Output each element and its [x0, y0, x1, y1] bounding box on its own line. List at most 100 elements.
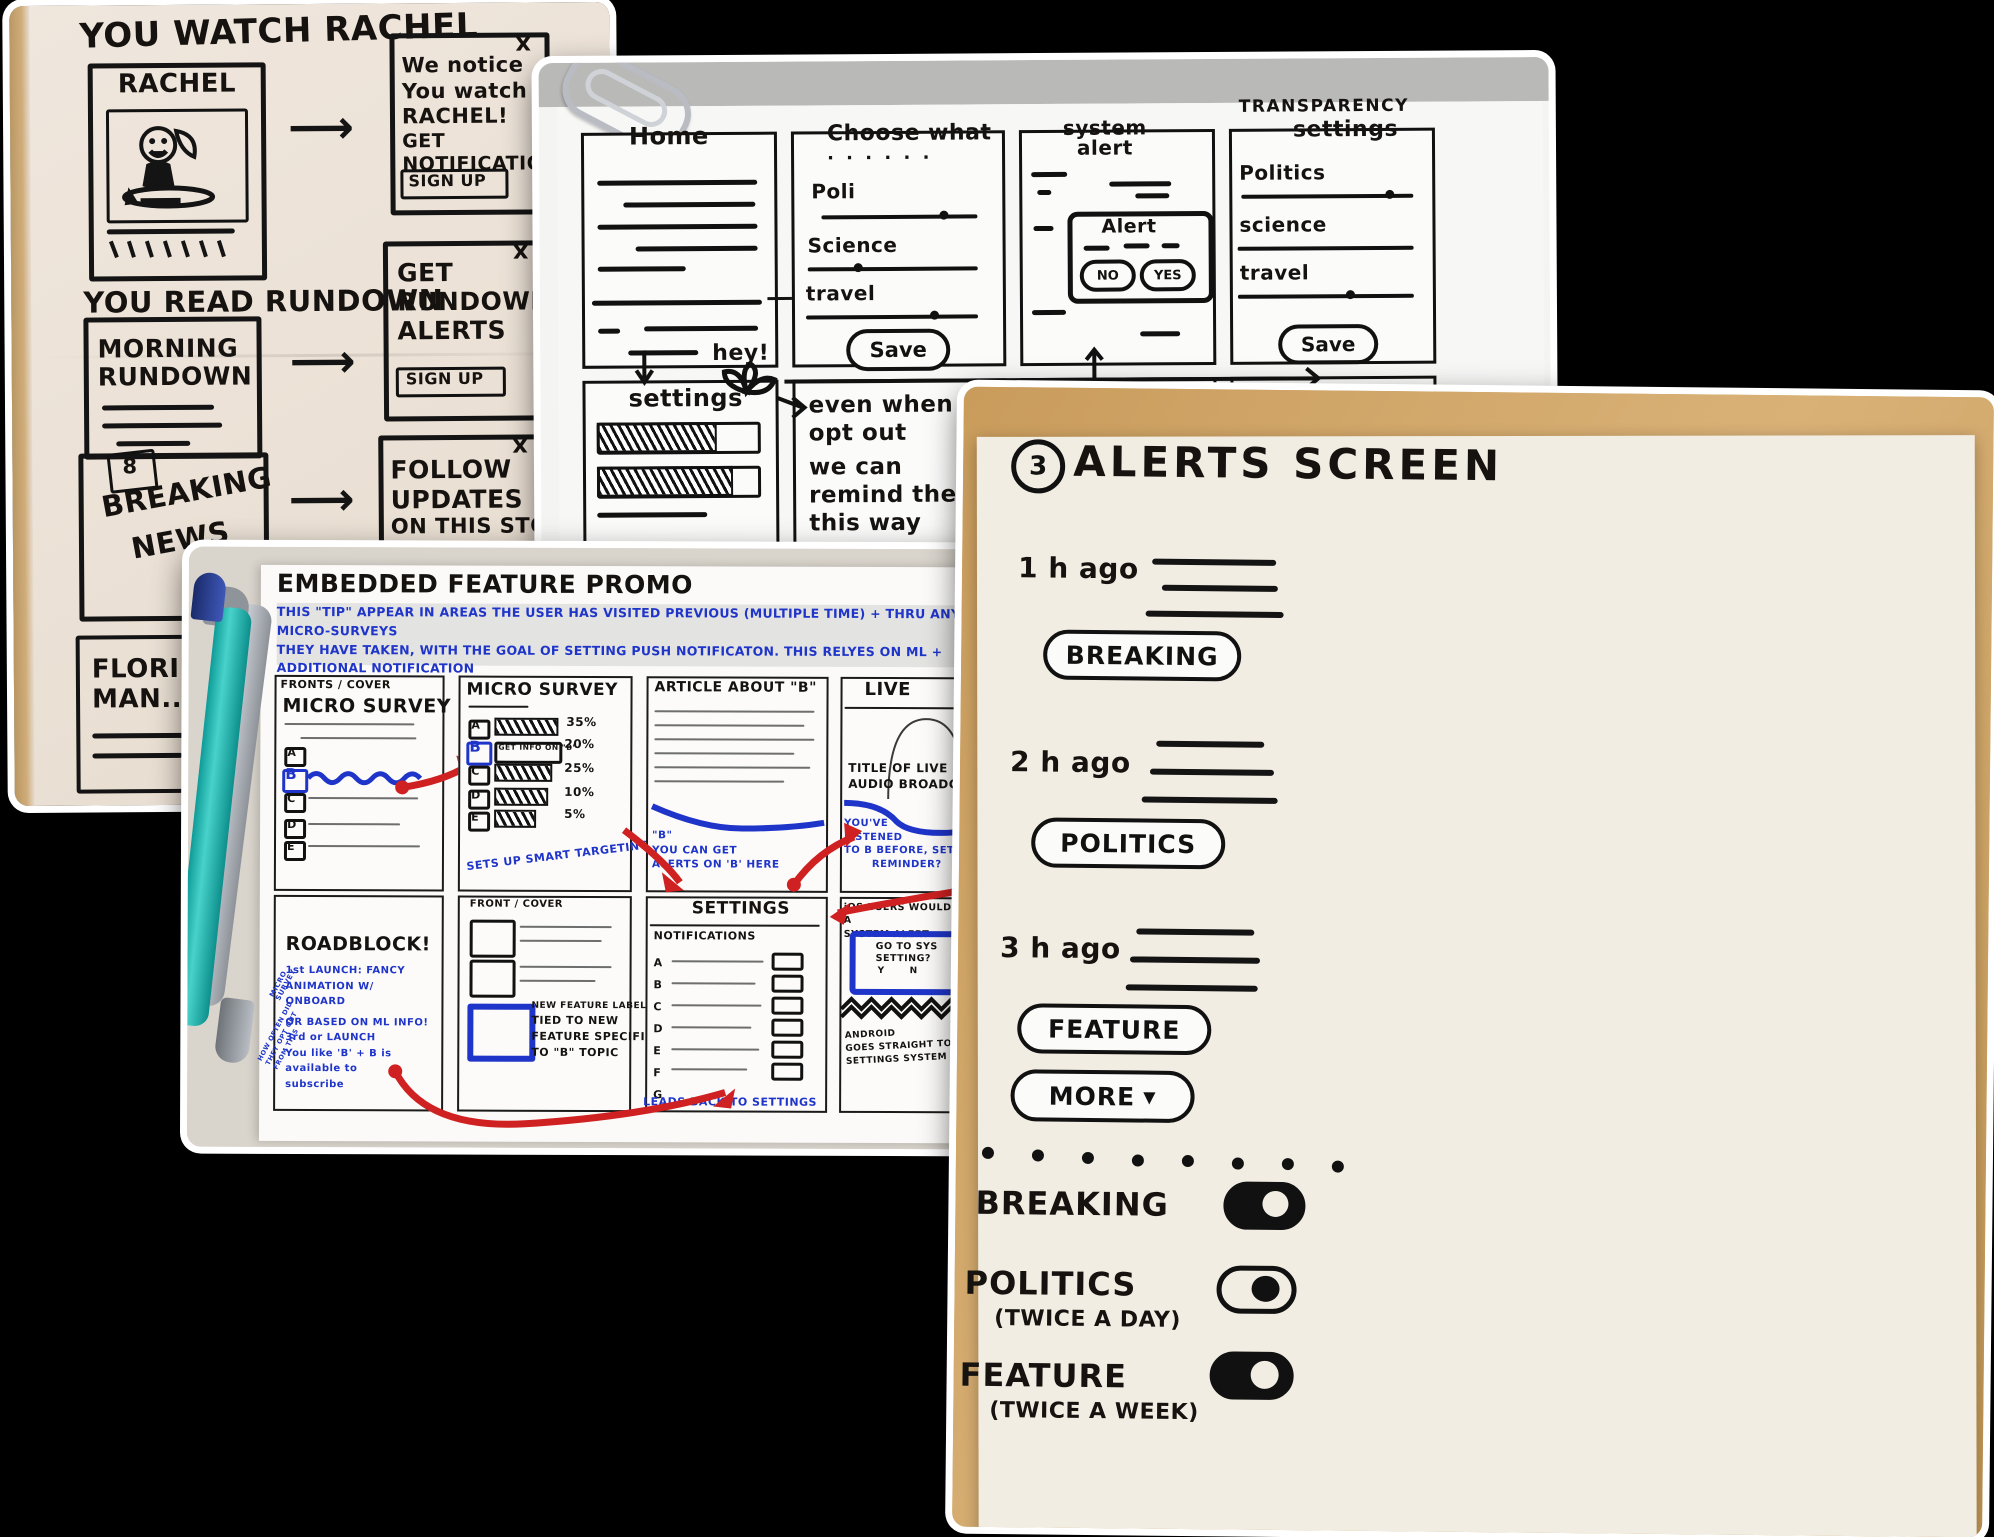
text-line [1156, 740, 1265, 748]
zigzag-divider [840, 996, 963, 1021]
red-line-4 [829, 884, 965, 925]
text-line [102, 404, 215, 411]
android-note: ANDROID GOES STRAIGHT TO SETTINGS SYSTEM… [844, 1028, 966, 1068]
option-letter-d: D [287, 817, 297, 831]
more-button-label: MORE [1048, 1081, 1136, 1111]
micro-survey-1-title: MICRO SURVEY [282, 694, 452, 718]
slider-thumb-2[interactable] [1345, 290, 1355, 300]
slider-thumb-0[interactable] [939, 210, 949, 220]
toggle-c[interactable] [771, 996, 804, 1015]
percent-b: 20% [564, 736, 595, 752]
slider-thumb-2[interactable] [930, 310, 940, 320]
panel-tag-front-cover: FRONT / COVER [469, 898, 564, 910]
article-title: ARTICLE ABOUT "B" [654, 679, 817, 696]
sys-dialog-no[interactable]: N [909, 966, 918, 977]
alert-item-1-tag[interactable]: POLITICS [1030, 817, 1226, 870]
panel-choose-title: Choose what . . . . . . [826, 120, 992, 165]
settings-subtitle: NOTIFICATIONS [653, 929, 756, 943]
answer-bar-a [494, 717, 559, 736]
promo-title: EMBEDDED FEATURE PROMO [276, 568, 694, 600]
alert-item-2-time: 3 h ago [999, 931, 1121, 966]
alert-item-2-tag[interactable]: FEATURE [1017, 1003, 1212, 1056]
progress-track-0 [596, 421, 761, 455]
thumb-placeholder [469, 959, 516, 998]
text-line [519, 925, 612, 929]
close-icon[interactable]: x [512, 430, 529, 459]
option-letter-b: B [285, 764, 298, 783]
text-line [106, 228, 235, 235]
settings-option-0: Politics [1239, 160, 1326, 185]
dialog-button-no[interactable]: NO [1079, 259, 1136, 292]
slider-thumb-0[interactable] [1385, 189, 1395, 199]
slider-thumb-1[interactable] [853, 263, 863, 273]
toggle-switch-2[interactable] [1209, 1351, 1294, 1401]
promo-card-2-text: GET RUNDOWN ALERTS [396, 258, 552, 345]
squiggle-lines [108, 240, 226, 259]
text-line [1037, 189, 1052, 196]
panel-tag-fronts-cover: FRONTS / COVER [280, 677, 391, 692]
toggle-f[interactable] [771, 1062, 804, 1081]
close-icon[interactable]: x [512, 236, 530, 265]
underline [468, 705, 529, 708]
thumb-placeholder [469, 919, 516, 958]
selected-answer-squiggle [306, 771, 423, 786]
toggle-sublabel-2: (TWICE A WEEK) [989, 1397, 1199, 1426]
toggle-label-0: BREAKING [975, 1183, 1170, 1224]
toggle-label-2: FEATURE [959, 1355, 1128, 1396]
progress-track-1 [596, 465, 762, 499]
dialog-title: Alert [1101, 215, 1157, 238]
transparency-label: TRANSPARENCY [1238, 95, 1409, 117]
alert-item-0-tag[interactable]: BREAKING [1042, 629, 1242, 682]
divider [844, 706, 969, 710]
chevron-down-icon: ▼ [1143, 1087, 1157, 1107]
text-line [644, 325, 759, 332]
sys-dialog-yes[interactable]: Y [877, 966, 885, 977]
opt-out-note: even when opt out we can remind them thi… [808, 391, 982, 537]
toggle-sublabel-1: (TWICE A DAY) [994, 1306, 1182, 1333]
toggle-e[interactable] [771, 1040, 804, 1059]
text-line [1032, 309, 1067, 316]
text-line [519, 979, 596, 983]
text-line [597, 266, 686, 272]
flow-arrow-1: ⟶ [287, 99, 355, 155]
text-line [635, 245, 758, 252]
option-letter-e: E [286, 839, 296, 853]
text-line [671, 1048, 760, 1051]
text-line [597, 179, 758, 186]
text-line [300, 736, 417, 740]
toggle-d[interactable] [771, 1018, 804, 1037]
toggle-b[interactable] [771, 974, 804, 993]
blue-highlight-curve [650, 803, 825, 832]
text-line [92, 752, 183, 759]
text-line [1152, 558, 1277, 566]
option-letter-c: C [287, 791, 296, 805]
toggle-switch-1[interactable] [1216, 1265, 1297, 1315]
text-line [1161, 584, 1278, 592]
text-line [1031, 171, 1068, 178]
toggle-a[interactable] [771, 952, 804, 971]
flow-arrow-3: ⟶ [288, 471, 355, 527]
step-number: 3 [1010, 439, 1066, 494]
flower-doodle-icon [721, 360, 778, 398]
text-line [308, 845, 421, 848]
text-line [519, 965, 612, 969]
dialog-button-yes[interactable]: YES [1139, 259, 1196, 292]
red-arrow-3 [786, 822, 863, 892]
panel-settings-title: settings [1292, 116, 1399, 143]
sys-dialog-text: GO TO SYS SETTING? [875, 941, 938, 965]
option-letter-b: B [469, 737, 482, 756]
connector-line [784, 366, 1322, 390]
close-icon[interactable]: x [515, 28, 532, 57]
text-line [598, 328, 621, 334]
badge-count: 8 [122, 454, 138, 479]
panel-home-title: Home [628, 122, 709, 151]
option-label-0: Poli [811, 179, 856, 204]
toggle-switch-0[interactable] [1223, 1181, 1306, 1231]
doodle-person-icon [122, 126, 216, 209]
save-button-2[interactable]: Save [1278, 323, 1379, 365]
text-line [671, 1026, 752, 1029]
more-button[interactable]: MORE ▼ [1010, 1069, 1195, 1124]
